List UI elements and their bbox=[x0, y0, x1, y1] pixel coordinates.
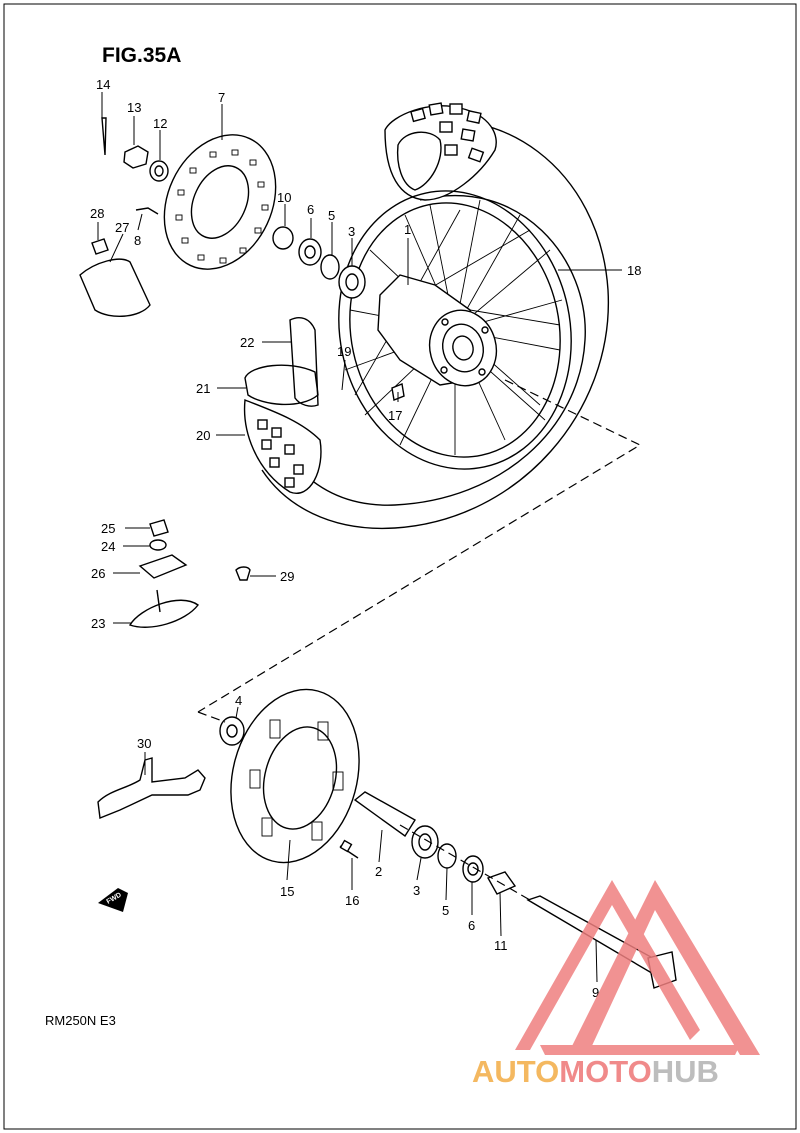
washer bbox=[149, 160, 169, 182]
page-border bbox=[3, 3, 797, 1130]
brake-disc bbox=[163, 134, 277, 270]
callout-10: 10 bbox=[277, 190, 291, 205]
callout-25: 25 bbox=[101, 521, 115, 536]
callout-13: 13 bbox=[127, 100, 141, 115]
disc-cover bbox=[79, 258, 151, 318]
seal-6 bbox=[298, 238, 322, 266]
callout-9: 9 bbox=[592, 985, 599, 1000]
callout-17: 17 bbox=[388, 408, 402, 423]
wrench-30 bbox=[97, 757, 206, 819]
rim-lock-block bbox=[138, 554, 188, 579]
leader-lines bbox=[97, 92, 622, 983]
callout-8: 8 bbox=[134, 233, 141, 248]
callout-4: 4 bbox=[235, 693, 242, 708]
spacer-2 bbox=[353, 791, 416, 838]
bolt-28 bbox=[91, 238, 109, 255]
watermark-hub: HUB bbox=[652, 1054, 719, 1089]
callout-22: 22 bbox=[240, 335, 254, 350]
tire-outer-line bbox=[261, 119, 609, 530]
rim-outer bbox=[338, 190, 572, 470]
callout-29: 29 bbox=[280, 569, 294, 584]
watermark-text: AUTOMOTOHUB bbox=[472, 1054, 719, 1089]
callout-27: 27 bbox=[115, 220, 129, 235]
callout-28: 28 bbox=[90, 206, 104, 221]
rim-band bbox=[289, 317, 319, 407]
watermark-triangle-right bbox=[570, 880, 760, 1055]
bearing-3b bbox=[411, 825, 439, 859]
sprocket-assembly bbox=[97, 688, 677, 989]
figure-title: FIG.35A bbox=[102, 44, 181, 67]
rear-wheel-assembly bbox=[79, 102, 609, 530]
callout-15: 15 bbox=[280, 884, 294, 899]
rim-lock-plate bbox=[128, 599, 199, 628]
callout-5b: 5 bbox=[442, 903, 449, 918]
nut-25 bbox=[149, 519, 169, 537]
watermark-auto: AUTO bbox=[472, 1054, 559, 1089]
callout-6: 6 bbox=[307, 202, 314, 217]
callout-5: 5 bbox=[328, 208, 335, 223]
tire-section-left bbox=[243, 399, 322, 494]
tube bbox=[244, 364, 319, 406]
circlip-5 bbox=[320, 254, 340, 280]
callout-20: 20 bbox=[196, 428, 210, 443]
watermark-triangle-base bbox=[540, 1045, 740, 1055]
callout-12: 12 bbox=[153, 116, 167, 131]
callout-7: 7 bbox=[218, 90, 225, 105]
callout-26: 26 bbox=[91, 566, 105, 581]
callout-19: 19 bbox=[337, 344, 351, 359]
rim-lock-parts bbox=[128, 519, 251, 628]
callout-2: 2 bbox=[375, 864, 382, 879]
callout-14: 14 bbox=[96, 77, 110, 92]
bearing-3 bbox=[338, 265, 366, 299]
rim-inner bbox=[349, 202, 561, 458]
callout-30: 30 bbox=[137, 736, 151, 751]
assembly-line-short bbox=[197, 711, 226, 723]
bolt-8 bbox=[135, 207, 159, 215]
rim-lock-stud bbox=[156, 589, 161, 613]
callout-11: 11 bbox=[494, 938, 508, 953]
forward-arrow: FWD bbox=[98, 888, 128, 912]
callout-24: 24 bbox=[101, 539, 115, 554]
watermark-triangle-left bbox=[515, 880, 700, 1050]
watermark-logo bbox=[515, 880, 760, 1055]
callout-21: 21 bbox=[196, 381, 210, 396]
callout-3: 3 bbox=[348, 224, 355, 239]
callout-1: 1 bbox=[404, 222, 411, 237]
tire-inner-line bbox=[299, 194, 586, 506]
callout-18: 18 bbox=[627, 263, 641, 278]
callout-6b: 6 bbox=[468, 918, 475, 933]
bearing-4 bbox=[219, 716, 245, 746]
callout-3b: 3 bbox=[413, 883, 420, 898]
callout-23: 23 bbox=[91, 616, 105, 631]
assembly-line-axle bbox=[399, 824, 531, 901]
callout-16: 16 bbox=[345, 893, 359, 908]
watermark-moto: MOTO bbox=[559, 1054, 651, 1089]
tire-knobs-left bbox=[257, 419, 304, 488]
seal-6b bbox=[462, 855, 484, 883]
castle-nut bbox=[123, 145, 149, 169]
callouts: 14 13 12 7 28 27 8 10 6 5 3 1 18 22 19 2… bbox=[90, 77, 641, 1000]
model-code: RM250N E3 bbox=[45, 1013, 116, 1028]
spacer-10 bbox=[272, 226, 294, 250]
assembly-line-upper bbox=[197, 379, 642, 713]
cotter-pin bbox=[101, 117, 107, 156]
washer-24 bbox=[149, 539, 167, 551]
tire-knobs-top bbox=[410, 102, 485, 163]
valve-cap-29 bbox=[235, 566, 251, 581]
rear-sprocket bbox=[230, 688, 360, 864]
tire-section-inner bbox=[396, 131, 442, 191]
hub bbox=[377, 274, 498, 387]
